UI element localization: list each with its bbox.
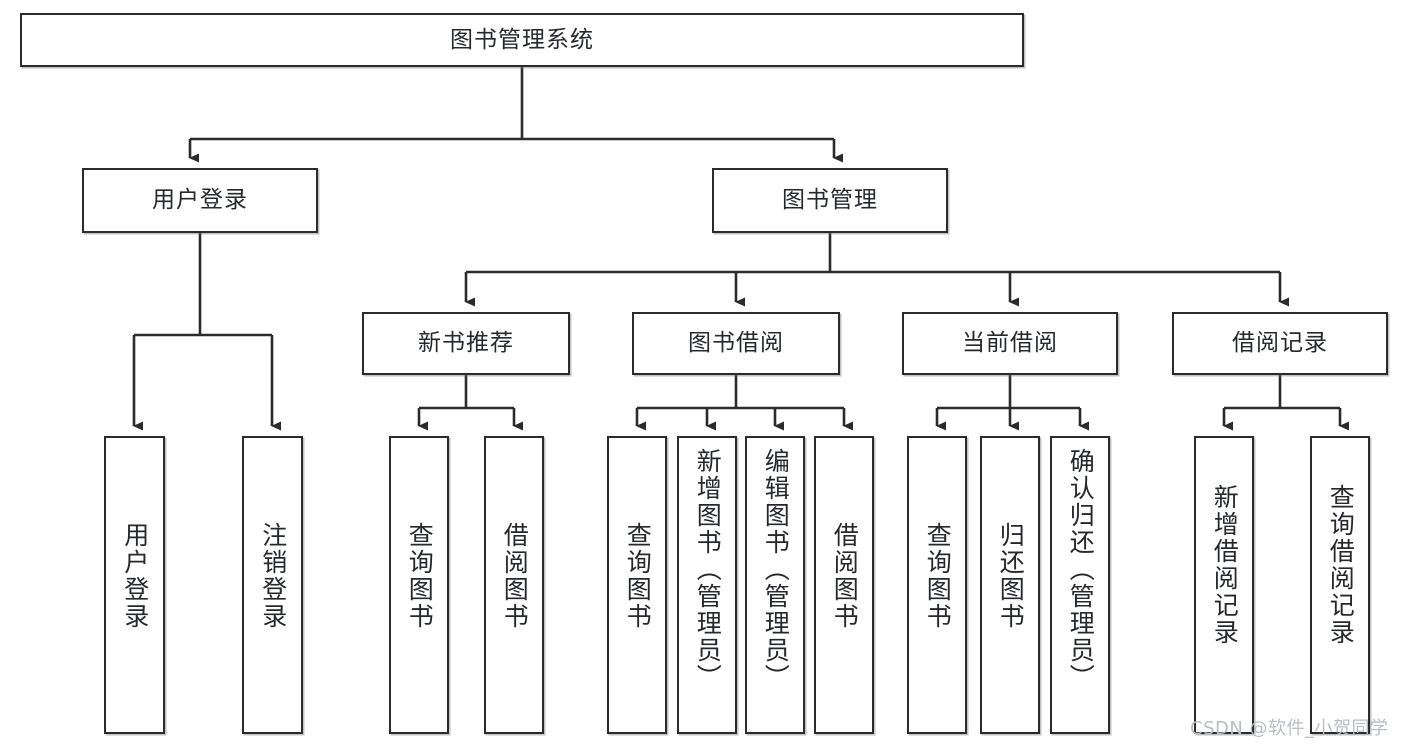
node-leaf-query-book-current[interactable]: 查询图书 [907, 436, 967, 734]
node-label: 查询图书 [405, 522, 435, 630]
watermark-csdn: CSDN @软件_小贺同学 [1190, 718, 1389, 739]
node-leaf-query-book-recommend[interactable]: 查询图书 [389, 436, 449, 734]
node-root-system[interactable]: 图书管理系统 [20, 13, 1024, 67]
node-label: 图书管理 [782, 187, 878, 214]
node-new-book-recommend[interactable]: 新书推荐 [362, 312, 570, 375]
node-label: 新书推荐 [418, 330, 514, 357]
node-leaf-return-book[interactable]: 归还图书 [980, 436, 1040, 734]
node-leaf-confirm-return-admin[interactable]: 确认归还（管理员） [1050, 436, 1110, 734]
node-label: 确认归还（管理员） [1066, 448, 1096, 691]
node-leaf-borrow-book-borrow[interactable]: 借阅图书 [814, 436, 874, 734]
node-label: 新增图书（管理员） [693, 448, 723, 691]
node-label: 用户登录 [120, 522, 150, 630]
node-label: 图书管理系统 [450, 26, 594, 53]
node-book-borrow[interactable]: 图书借阅 [632, 312, 840, 375]
node-current-borrow[interactable]: 当前借阅 [902, 312, 1118, 375]
node-leaf-edit-book-admin[interactable]: 编辑图书（管理员） [745, 436, 805, 734]
node-leaf-add-book-admin[interactable]: 新增图书（管理员） [677, 436, 737, 734]
node-label: 编辑图书（管理员） [761, 448, 791, 691]
node-user-login[interactable]: 用户登录 [82, 168, 318, 233]
node-label: 查询借阅记录 [1326, 484, 1356, 646]
node-leaf-query-borrow-record[interactable]: 查询借阅记录 [1310, 436, 1370, 734]
node-label: 归还图书 [996, 522, 1026, 630]
node-book-management[interactable]: 图书管理 [712, 168, 948, 233]
node-leaf-logout[interactable]: 注销登录 [242, 436, 303, 734]
node-label: 新增借阅记录 [1210, 484, 1240, 646]
node-label: 借阅图书 [830, 522, 860, 630]
node-label: 查询图书 [923, 522, 953, 630]
node-leaf-add-borrow-record[interactable]: 新增借阅记录 [1194, 436, 1254, 734]
node-label: 当前借阅 [962, 330, 1058, 357]
node-label: 注销登录 [258, 522, 288, 630]
node-leaf-user-login[interactable]: 用户登录 [104, 436, 165, 734]
node-label: 借阅记录 [1232, 330, 1328, 357]
node-borrow-record[interactable]: 借阅记录 [1172, 312, 1388, 375]
node-label: 图书借阅 [688, 330, 784, 357]
node-label: 查询图书 [623, 522, 653, 630]
node-label: 借阅图书 [500, 522, 530, 630]
node-leaf-query-book-borrow[interactable]: 查询图书 [607, 436, 667, 734]
node-label: 用户登录 [152, 187, 248, 214]
node-leaf-borrow-book-recommend[interactable]: 借阅图书 [484, 436, 544, 734]
